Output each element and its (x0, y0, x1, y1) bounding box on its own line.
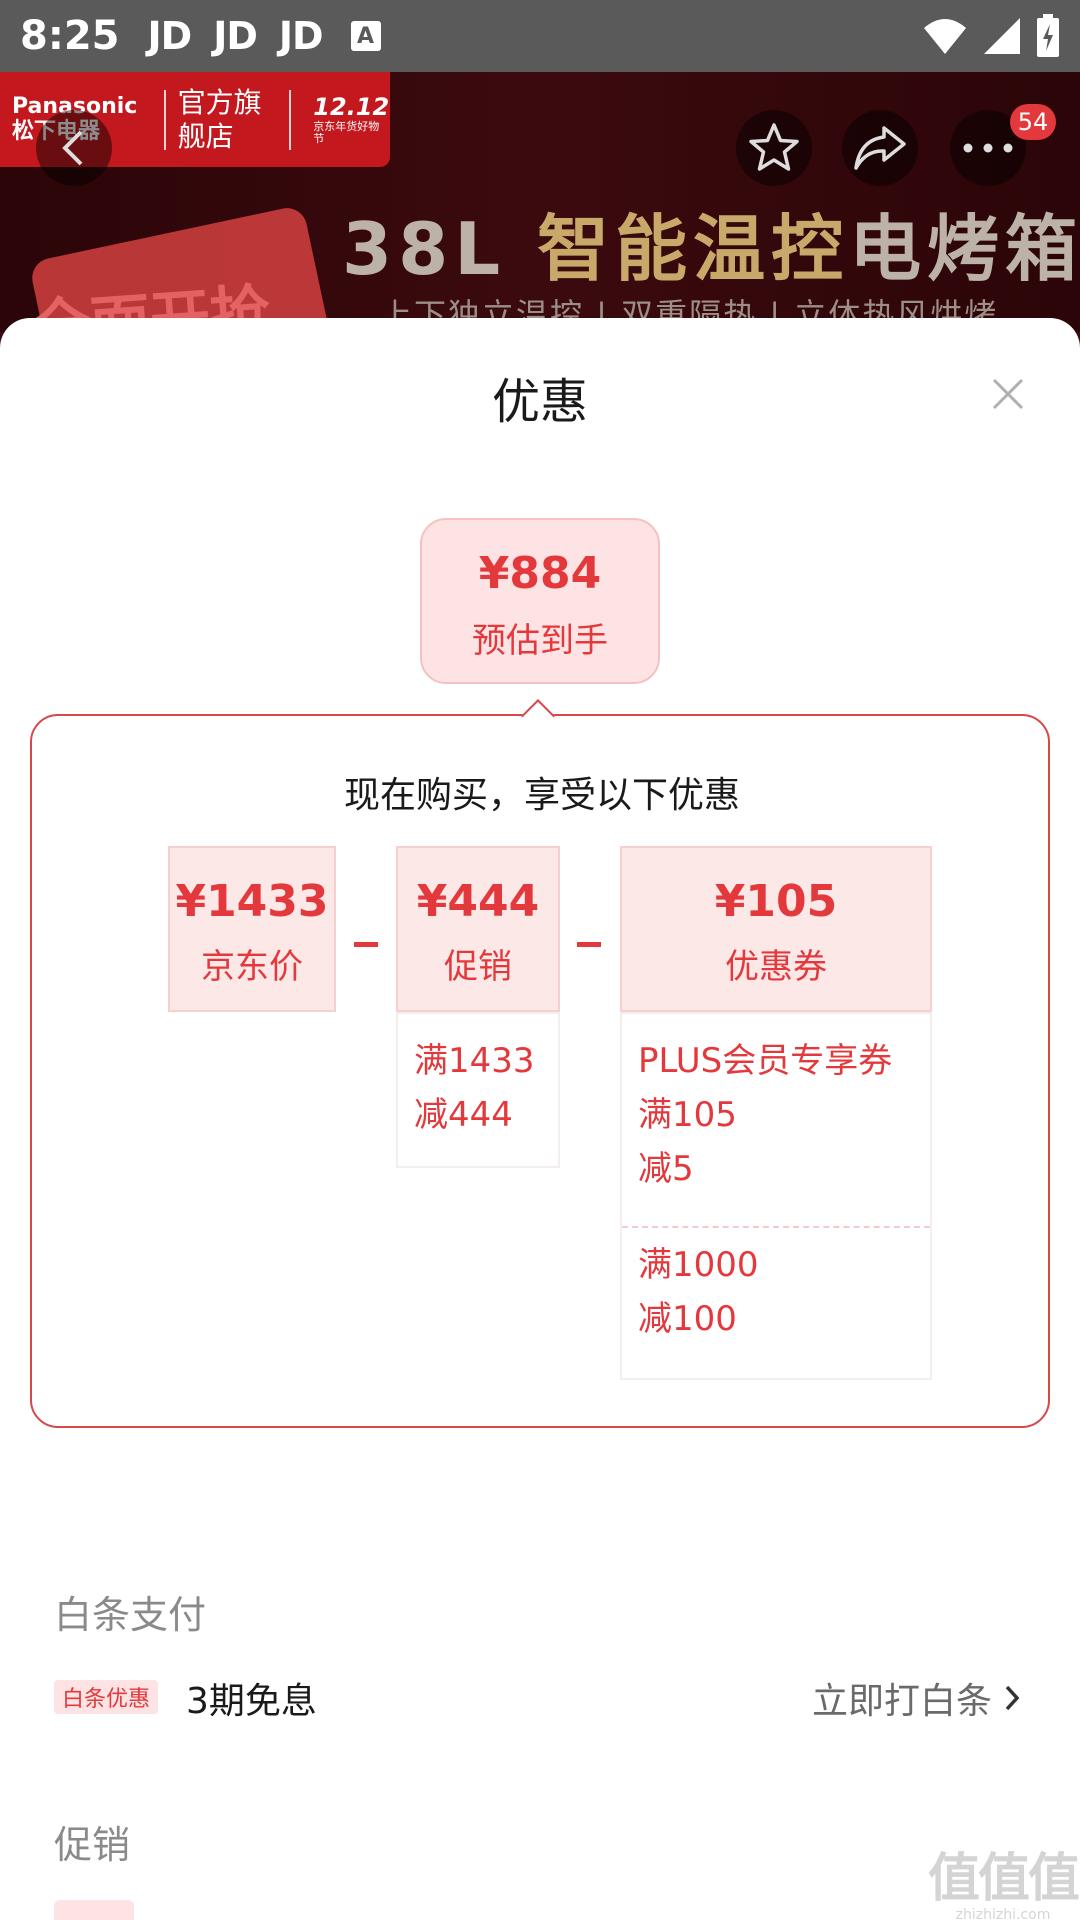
jd-price-label: 京东价 (201, 947, 303, 987)
promotion-detail: 满1433 减444 (396, 1012, 560, 1168)
coupon-item: 满1000 减100 (638, 1238, 914, 1346)
promotion-detail-line: 满1433 (414, 1041, 535, 1081)
coupon-divider (622, 1226, 930, 1228)
share-icon (854, 126, 906, 170)
favorite-button[interactable] (736, 110, 812, 186)
coupon-price: ¥105 (714, 876, 838, 927)
minus-sign (354, 942, 378, 947)
accessibility-icon: A (350, 21, 381, 51)
coupon-box: ¥105 优惠券 (620, 846, 932, 1012)
back-button[interactable] (36, 110, 112, 186)
promotion-price: ¥444 (416, 876, 540, 927)
promotion-detail-line: 减444 (414, 1095, 513, 1135)
cart-count-badge: 54 (1010, 104, 1056, 140)
brand-name: Panasonic 松下电器 (12, 94, 138, 144)
chevron-right-icon (1005, 1685, 1020, 1711)
estimated-price-label: 预估到手 (472, 621, 608, 661)
brand-divider (163, 89, 166, 150)
brand-store: 官方旗舰店 (177, 85, 262, 153)
status-bar: 8:25 JD JD JD A (0, 0, 1080, 72)
promotion-label: 促销 (444, 947, 512, 987)
coupon-item-line: PLUS会员专享券 (638, 1041, 893, 1081)
promotion-tag (54, 1900, 134, 1920)
baitiao-offer-text: 3期免息 (186, 1681, 317, 1722)
coupon-item-line: 满1000 (638, 1245, 759, 1285)
back-arrow-icon (62, 130, 83, 166)
panel-title: 现在购买，享受以下优惠 (343, 775, 740, 816)
wifi-icon (924, 19, 966, 54)
promotion-box: ¥444 促销 (396, 846, 560, 1012)
jd-notification-icon: JD (147, 14, 193, 58)
more-dots-icon (963, 143, 1013, 153)
baitiao-tag: 白条优惠 (54, 1680, 159, 1714)
discount-sheet: 优惠 ¥884 预估到手 现在购买，享受以下优惠 ¥1433 京东价 ¥444 … (0, 318, 1080, 1920)
battery-icon (1037, 14, 1059, 57)
brand-logo: Panasonic 松下电器 官方旗舰店 12.12 京东年货好物节 (0, 72, 390, 167)
discount-breakdown-panel: 现在购买，享受以下优惠 ¥1433 京东价 ¥444 促销 满1433 减444… (30, 714, 1050, 1428)
brand-divider (289, 89, 292, 150)
estimated-price: ¥884 (478, 548, 602, 599)
promotion-section-title: 促销 (54, 1823, 131, 1867)
jd-notification-icon: JD (278, 14, 324, 58)
coupon-label: 优惠券 (725, 947, 827, 987)
coupon-item-line: 减100 (638, 1299, 737, 1339)
promo-badge: 12.12 京东年货好物节 (313, 93, 390, 145)
status-right (922, 14, 1060, 58)
baitiao-section-title: 白条支付 (54, 1593, 207, 1637)
baitiao-link-label: 立即打白条 (812, 1681, 993, 1722)
close-icon[interactable] (988, 374, 1028, 414)
banner-headline: 38L 智能温控电烤箱 (342, 207, 1080, 291)
status-time: 8:25 (20, 13, 120, 59)
coupon-item-line: 减5 (638, 1149, 694, 1189)
coupon-item: PLUS会员专享券 满105 减5 (638, 1034, 914, 1196)
sheet-title: 优惠 (491, 374, 588, 430)
share-button[interactable] (842, 110, 918, 186)
coupon-item-line: 满105 (638, 1095, 737, 1135)
jd-price: ¥1433 (175, 876, 329, 927)
coupon-detail: PLUS会员专享券 满105 减5 满1000 减100 (620, 1012, 932, 1380)
product-banner: 全面开抢 Panasonic 松下电器 官方旗舰店 12.12 京东年货好物节 … (0, 72, 1080, 332)
star-icon (749, 123, 799, 171)
jd-price-box: ¥1433 京东价 (168, 846, 336, 1012)
baitiao-link[interactable]: 立即打白条 (812, 1672, 1020, 1724)
jd-notification-icon: JD (213, 14, 258, 58)
minus-sign (577, 942, 601, 947)
signal-icon (984, 18, 1020, 54)
estimated-price-box: ¥884 预估到手 (420, 518, 660, 684)
watermark-logo: 值值值 zhizhizhi.com (928, 1849, 1080, 1920)
